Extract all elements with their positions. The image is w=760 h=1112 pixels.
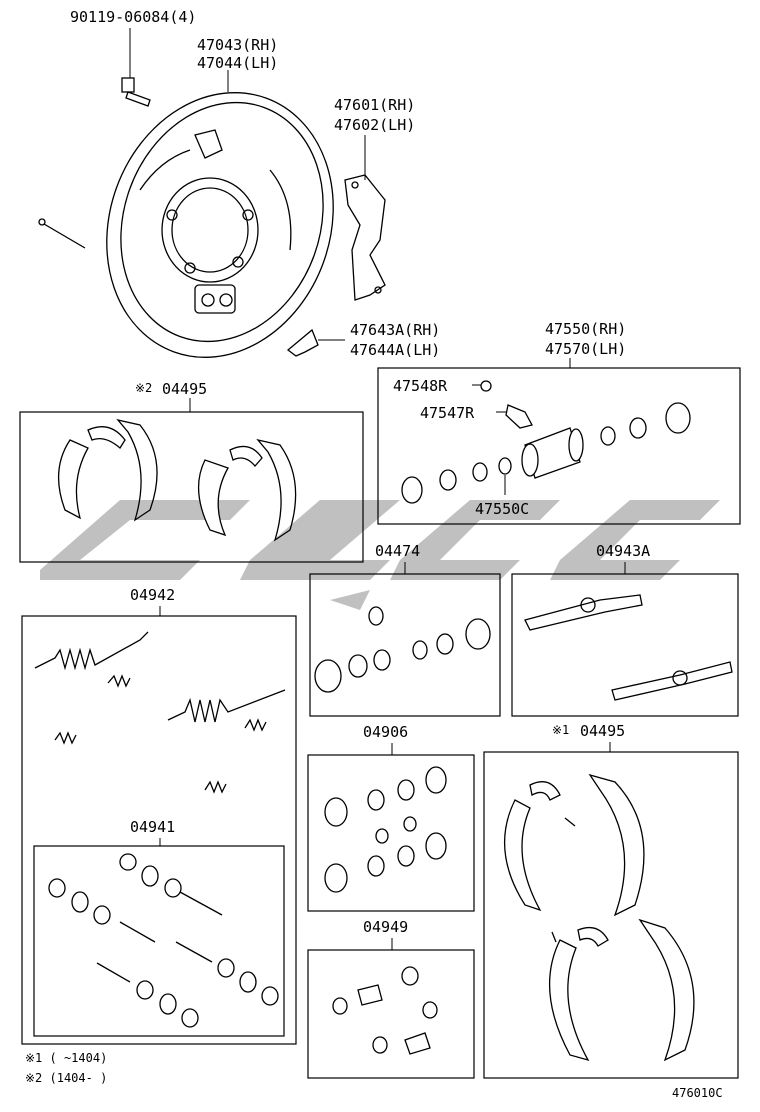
label-lever-rh: 47601(RH) (334, 96, 415, 114)
label-clip-rh: 47643A(RH) (350, 321, 440, 339)
label-kit-04941: 04941 (130, 818, 175, 836)
label-lever-lh: 47602(LH) (334, 116, 415, 134)
clip-icon (286, 328, 319, 357)
label-plate-lh: 47044(LH) (197, 54, 278, 72)
kit-04941-box (33, 845, 285, 1037)
pin-icon (38, 218, 86, 249)
cylinder-overhaul-kit-icon (324, 766, 447, 893)
footnote-1: ※1 ( ~1404) (25, 1051, 107, 1065)
adjuster-icon (524, 594, 733, 701)
shoe-kit-1-box (483, 751, 739, 1079)
label-shoe-kit-2: 04495 (162, 380, 207, 398)
kit-04949-box (307, 949, 475, 1079)
brake-shoe-icon (504, 773, 695, 1062)
kit-04943a-box (511, 573, 739, 717)
label-bolt: 90119-06084(4) (70, 8, 196, 26)
shoe-kit-2-box (19, 411, 364, 563)
label-kit-04942: 04942 (130, 586, 175, 604)
label-shoe-kit-1: 04495 (580, 722, 625, 740)
label-shoe-kit-2-mark: ※2 (135, 381, 152, 395)
bolt-icon (121, 77, 151, 107)
label-kit-04906: 04906 (363, 723, 408, 741)
spring-icon (34, 631, 286, 794)
label-bleeder: 47547R (420, 404, 475, 422)
parking-lever-icon (344, 174, 386, 301)
kit-04942-box (21, 615, 297, 1045)
label-clip-lh: 47644A(LH) (350, 341, 440, 359)
seal-kit-icon (314, 606, 491, 693)
bleeder-cap-kit-icon (332, 966, 438, 1055)
label-kit-04949: 04949 (363, 918, 408, 936)
label-shoe-kit-1-mark: ※1 (552, 723, 569, 737)
label-plate-rh: 47043(RH) (197, 36, 278, 54)
wheel-cylinder-icon (401, 380, 691, 504)
kit-04906-box (307, 754, 475, 912)
kit-04474-box (309, 573, 501, 717)
hold-down-kit-icon (48, 853, 279, 1028)
label-cap: 47548R (393, 377, 448, 395)
brake-shoe-icon (57, 418, 297, 542)
footnote-2: ※2 (1404- ) (25, 1071, 107, 1085)
label-cyl-kit: 47550C (475, 500, 529, 518)
label-cyl-rh: 47550(RH) (545, 320, 626, 338)
label-kit-04474: 04474 (375, 542, 420, 560)
diagram-code: 476010C (672, 1086, 723, 1100)
backing-plate-icon (106, 92, 334, 358)
watermark-logo (40, 500, 720, 610)
wheel-cylinder-box (377, 367, 741, 525)
label-cyl-lh: 47570(LH) (545, 340, 626, 358)
label-kit-04943a: 04943A (596, 542, 650, 560)
